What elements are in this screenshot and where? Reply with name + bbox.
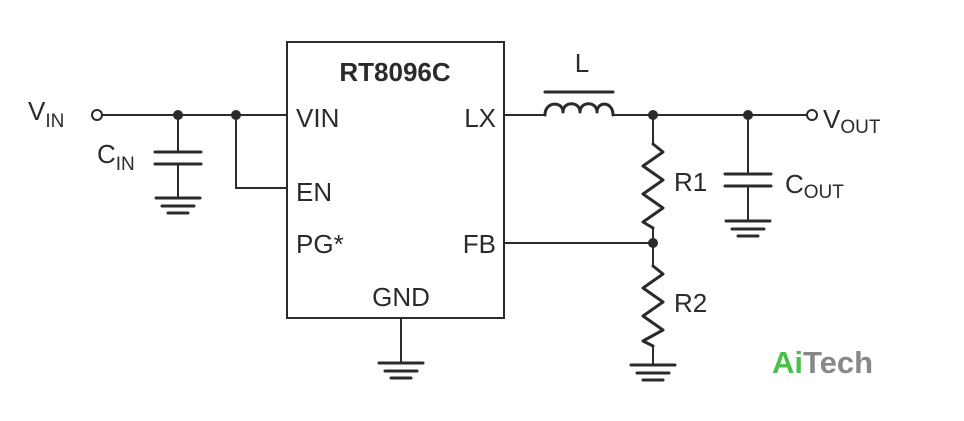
pin-lx-label: LX	[464, 103, 496, 133]
inductor-label: L	[575, 48, 589, 78]
vout-label: VOUT	[823, 104, 881, 138]
r1-resistor	[641, 142, 665, 244]
ic-body	[286, 41, 505, 319]
cout-capacitor	[723, 172, 773, 221]
vout-terminal	[806, 109, 818, 121]
inductor	[543, 90, 615, 117]
pin-vin-label: VIN	[296, 103, 339, 133]
cout-label: COUT	[785, 169, 844, 203]
ic-name: RT8096C	[339, 57, 450, 87]
r2-label: R2	[674, 288, 707, 318]
vin-terminal	[91, 109, 103, 121]
ground-icon	[629, 363, 677, 382]
r2-resistor	[641, 242, 665, 365]
ground-icon	[724, 219, 772, 238]
pin-en-label: EN	[296, 177, 332, 207]
r1-label: R1	[674, 167, 707, 197]
ground-icon	[377, 361, 425, 380]
vin-label: VIN	[28, 96, 64, 132]
cin-capacitor	[153, 150, 203, 198]
output-wiring	[612, 110, 808, 173]
input-wiring	[101, 110, 288, 189]
watermark-logo: AiTech	[772, 345, 873, 380]
cin-label: CIN	[97, 139, 135, 175]
ground-icon	[154, 196, 202, 215]
pin-gnd-label: GND	[372, 282, 430, 312]
pin-fb-label: FB	[463, 229, 496, 259]
pin-pg-label: PG*	[296, 229, 344, 259]
